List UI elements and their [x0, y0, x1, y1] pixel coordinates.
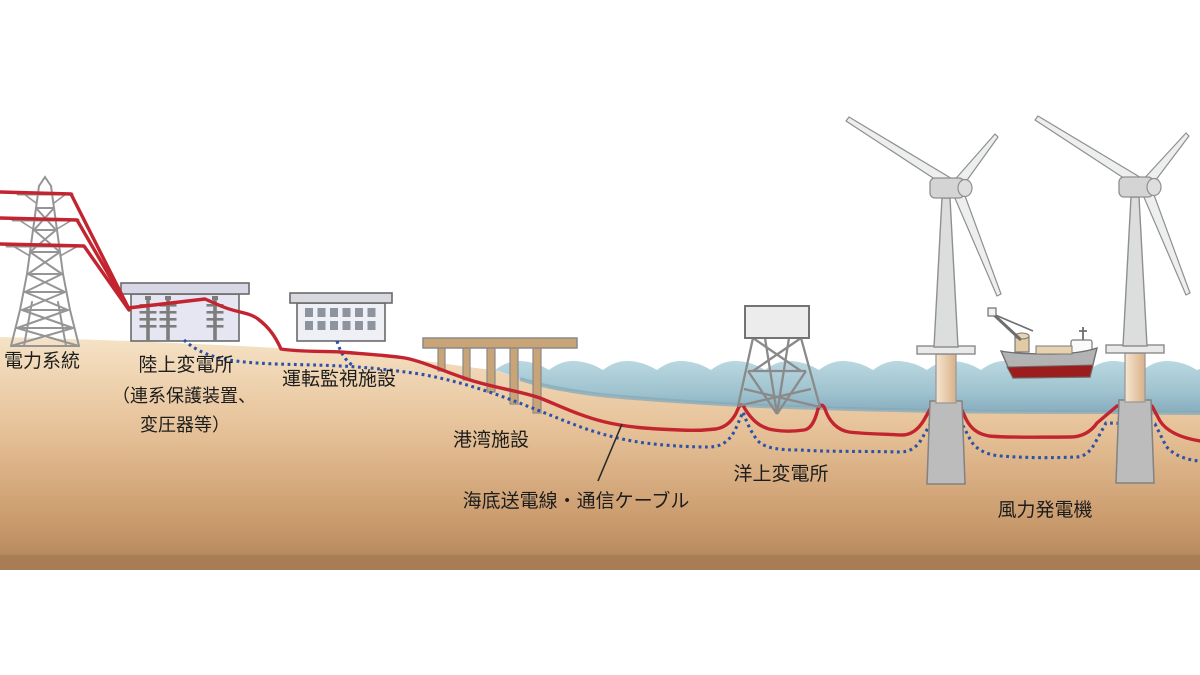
turbine-hub	[957, 178, 973, 198]
label-submarine-cable: 海底送電線・通信ケーブル	[463, 489, 690, 512]
label-onshore-note-1: （連系保護装置、	[112, 386, 256, 406]
blade	[950, 184, 1002, 297]
monitoring-windows	[305, 308, 376, 330]
monitoring-roof	[289, 292, 393, 304]
label-wind-turbine: 風力発電機	[997, 499, 1092, 521]
ship-crane-boom	[991, 312, 1023, 342]
ship-deck-cargo	[1035, 345, 1073, 355]
label-offshore-substation: 洋上変電所	[733, 463, 828, 485]
overhead-line-bottom	[0, 242, 131, 312]
turbine-blades	[845, 116, 1002, 297]
label-power-grid: 電力系統	[4, 350, 80, 372]
sand-ground	[0, 337, 1200, 570]
comm-cable-branch	[335, 340, 353, 367]
monitoring-facility-building	[289, 292, 393, 342]
cable-label-pointer	[597, 423, 623, 482]
onshore-substation-building	[120, 282, 250, 342]
transformer-bushings	[139, 296, 224, 341]
labels: 電力系統 陸上変電所 （連系保護装置、 変圧器等） 運転監視施設 港湾施設 海底…	[4, 350, 1093, 521]
label-port-facility: 港湾施設	[453, 429, 529, 451]
turbine-foundation	[1115, 399, 1155, 484]
offshore-substation-jacket	[736, 337, 822, 415]
turbine-tower	[1122, 196, 1148, 347]
pier-pile	[462, 346, 471, 381]
turbine-tower	[933, 197, 959, 348]
turbine-blades	[1034, 115, 1191, 296]
transmission-tower	[5, 175, 86, 347]
pier-deck	[422, 337, 578, 349]
pier-pile	[509, 346, 519, 405]
power-cable	[0, 190, 1200, 443]
ship-crane-tip	[987, 307, 997, 317]
wind-turbine-1	[845, 116, 1002, 485]
work-ship	[987, 307, 1098, 379]
turbine-monopile	[1124, 352, 1146, 403]
port-pier	[422, 337, 578, 414]
pier-pile	[532, 346, 542, 414]
overhead-line-top	[0, 190, 130, 309]
submarine-power-cable	[126, 297, 1200, 443]
label-onshore-note-2: 変圧器等）	[140, 415, 230, 435]
turbine-monopile	[935, 353, 957, 404]
turbine-foundation	[926, 400, 966, 485]
wind-turbine-2	[1034, 115, 1191, 484]
comm-cable-main	[182, 338, 1200, 463]
communication-cable	[182, 338, 1200, 463]
offshore-substation-platform	[736, 305, 822, 415]
offshore-substation-box	[744, 305, 810, 339]
ship-hull-bottom	[1006, 364, 1094, 379]
ship-mast	[1079, 327, 1087, 341]
turbine-hub	[1146, 177, 1162, 197]
label-onshore-substation: 陸上変電所	[138, 354, 233, 376]
substation-roof	[120, 282, 250, 295]
label-monitoring-facility: 運転監視施設	[282, 368, 396, 390]
overhead-line-mid	[0, 216, 130, 310]
ship-crane-tie	[992, 313, 1034, 332]
blade	[1139, 183, 1191, 296]
